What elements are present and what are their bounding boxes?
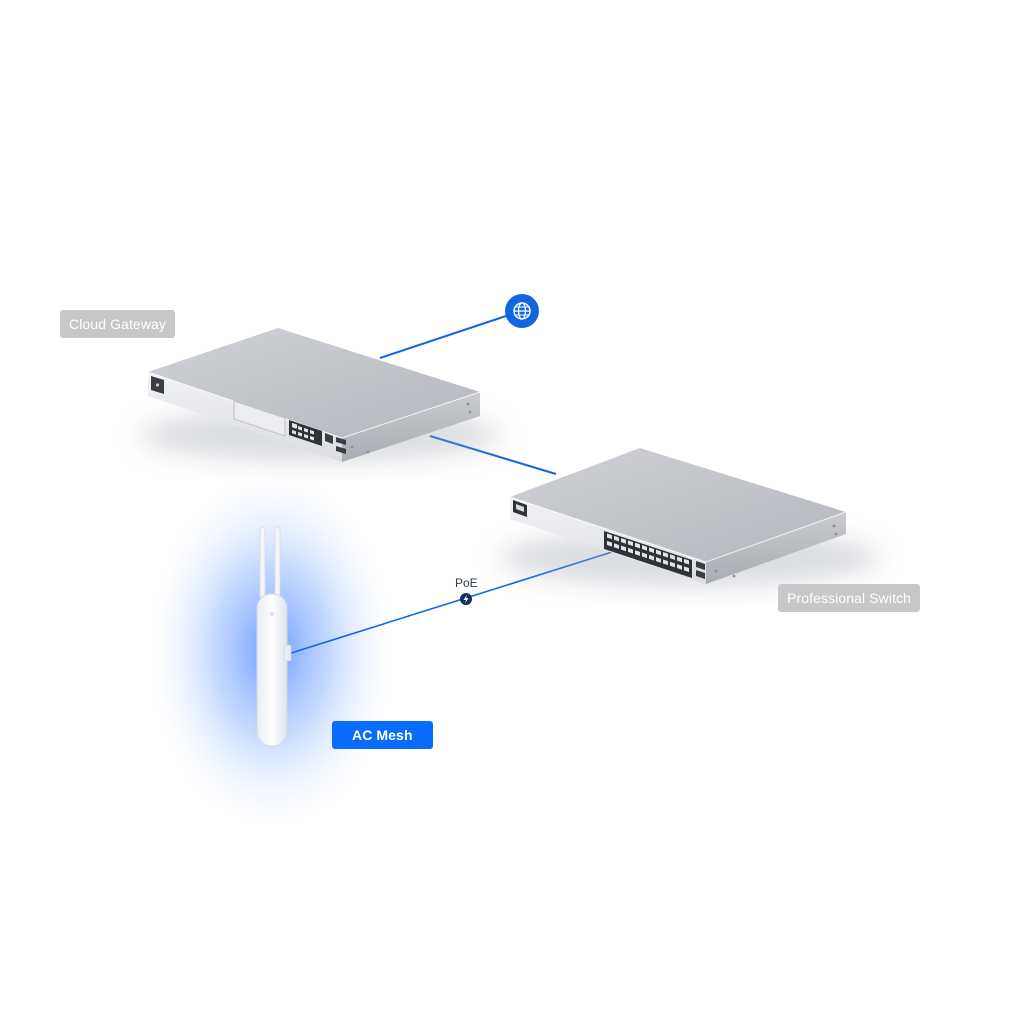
switch-port (628, 547, 633, 554)
switch-port (684, 566, 689, 573)
switch-port (628, 540, 633, 547)
cloud-gateway-device[interactable] (140, 328, 500, 463)
switch-port (656, 557, 661, 563)
switch-port (621, 538, 626, 544)
switch-port (614, 543, 619, 549)
switch-port (663, 559, 668, 566)
switch-port (635, 542, 640, 549)
poe-label: PoE (455, 576, 478, 590)
switch-port (670, 554, 675, 560)
internet-link (379, 315, 507, 359)
switch-port (656, 549, 661, 556)
switch-port (607, 541, 612, 547)
switch-port (684, 558, 689, 565)
switch-port (621, 545, 626, 552)
switch-port (607, 533, 612, 540)
switch-port (677, 564, 682, 570)
lightning-bolt-icon (460, 593, 472, 605)
switch-port (642, 552, 647, 559)
switch-port (649, 554, 654, 561)
ac-mesh-label[interactable]: AC Mesh (332, 721, 433, 749)
ac-mesh-access-point[interactable] (256, 526, 292, 747)
switch-port (677, 556, 682, 563)
switch-port (635, 550, 640, 556)
switch-port (649, 547, 654, 553)
switch-port (642, 545, 647, 551)
switch-port (663, 551, 668, 558)
switch-port (614, 535, 619, 542)
switch-port (670, 561, 675, 568)
globe-icon[interactable] (505, 294, 539, 328)
professional-switch-label: Professional Switch (778, 584, 921, 612)
professional-switch-device[interactable] (500, 448, 880, 588)
cloud-gateway-label: Cloud Gateway (60, 310, 176, 338)
